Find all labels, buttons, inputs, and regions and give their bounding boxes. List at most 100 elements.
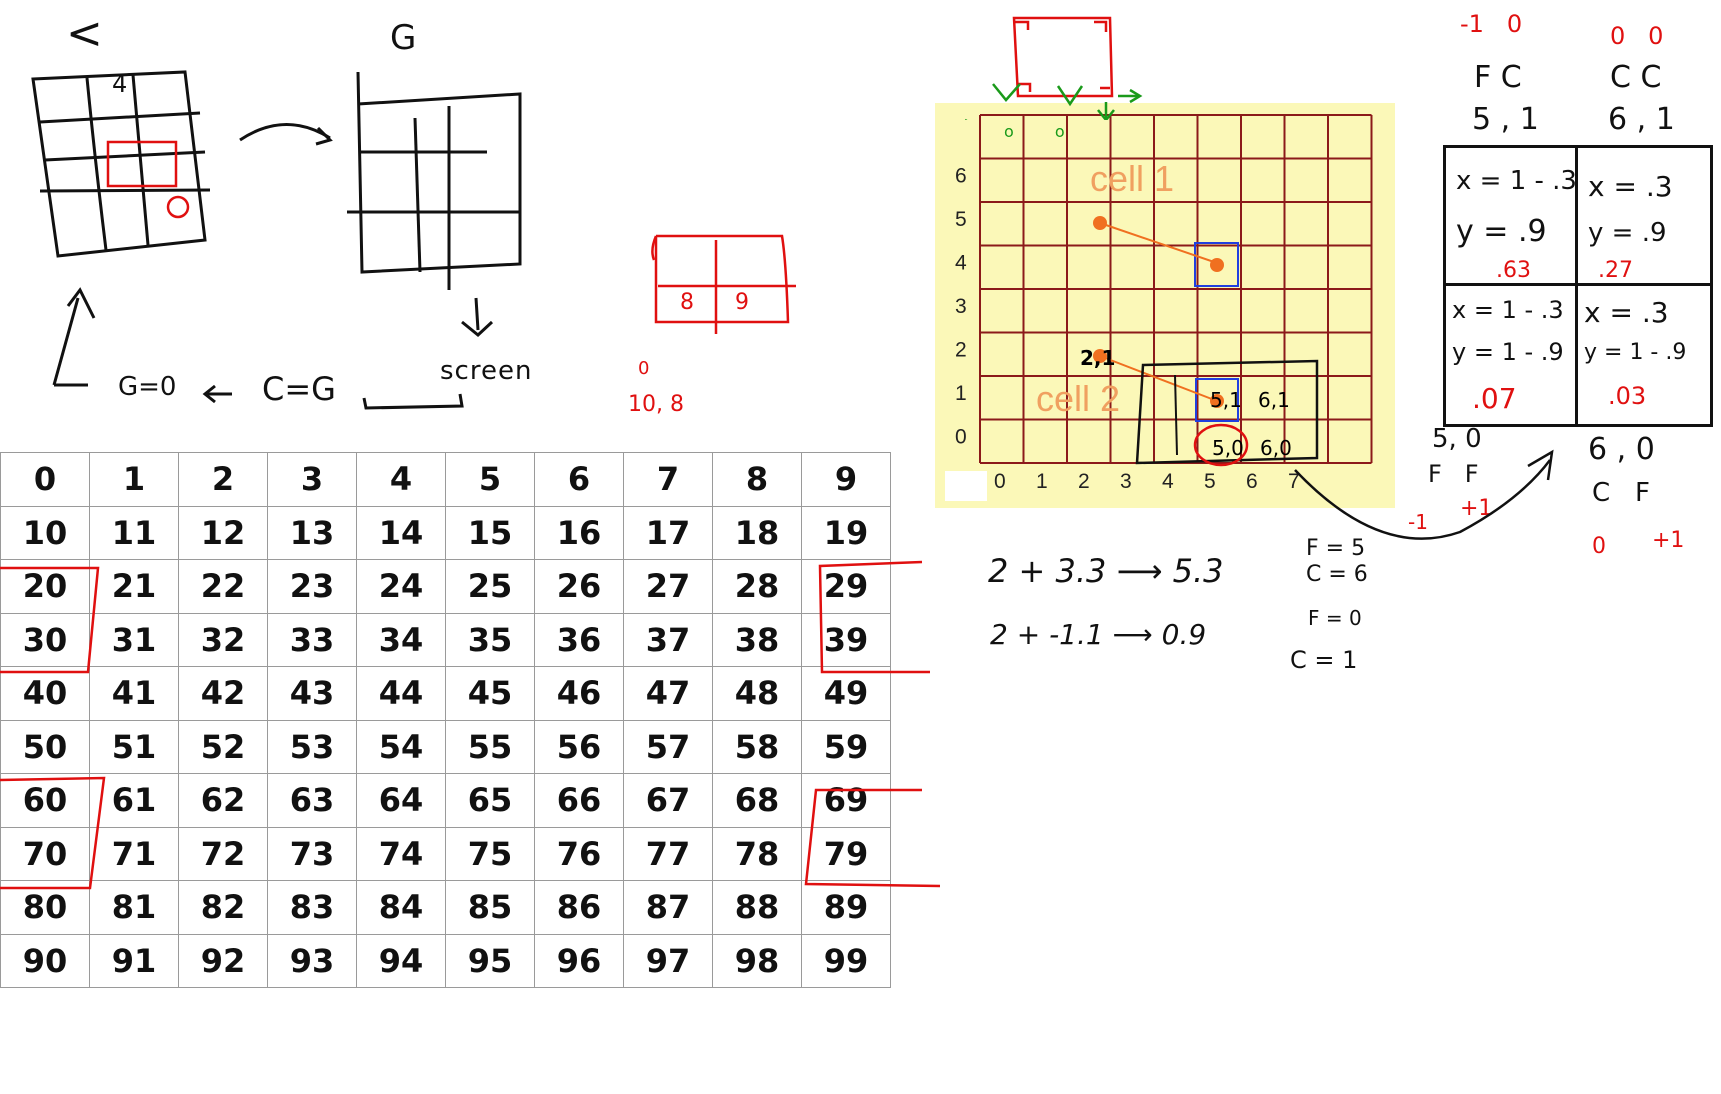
- weights-tl-x: x = 1 - .3: [1456, 166, 1577, 196]
- grid-y-label: 1: [955, 382, 967, 405]
- table-cell: 3: [267, 452, 357, 507]
- note-top-right-cc: C C: [1610, 60, 1662, 95]
- table-cell: 76: [534, 826, 624, 881]
- table-cell: 18: [712, 505, 802, 560]
- table-cell: 66: [534, 773, 624, 828]
- grid-y-label: 6: [955, 164, 967, 187]
- table-cell: 73: [267, 826, 357, 881]
- table-cell: 39: [801, 612, 891, 667]
- grid-x-label: 2: [1078, 470, 1090, 493]
- table-cell: 88: [712, 880, 802, 935]
- weights-bl-y: y = 1 - .9: [1452, 338, 1564, 366]
- weights-br-y: y = 1 - .9: [1584, 340, 1687, 365]
- weights-cell-top-right: x = .3 y = .9 .27: [1578, 148, 1710, 286]
- note-bottom-left-m1: -1: [1408, 510, 1428, 534]
- table-cell: 9: [801, 452, 891, 507]
- table-cell: 6: [534, 452, 624, 507]
- grid-top-sketch: [965, 16, 1143, 120]
- cell2-label: cell 2: [1036, 378, 1121, 419]
- table-cell: 25: [445, 559, 535, 614]
- note-bottom-right-coord: 6 , 0: [1588, 432, 1655, 467]
- cell-5-0-label: 5,0: [1212, 436, 1244, 460]
- cell1-arrow: [1099, 222, 1218, 264]
- table-cell: 57: [623, 719, 713, 774]
- table-cell: 98: [712, 933, 802, 988]
- left-sketch-drawing: [31, 70, 796, 410]
- cell1-label: cell 1: [1090, 158, 1175, 199]
- table-cell: 81: [89, 880, 179, 935]
- grid-c-digit: 4: [112, 70, 128, 98]
- note-bottom-right-0: 0: [1592, 534, 1606, 559]
- grid-x-label: 7: [1288, 470, 1300, 493]
- weights-tr-x: x = .3: [1588, 170, 1673, 203]
- grid-x-label: 0: [994, 470, 1006, 493]
- table-cell: 79: [801, 826, 891, 881]
- grid-y-label: 4: [955, 251, 967, 274]
- table-cell: 30: [0, 612, 90, 667]
- table-cell: 11: [89, 505, 179, 560]
- table-cell: 94: [356, 933, 446, 988]
- grid-x-label: 1: [1036, 470, 1048, 493]
- table-cell: 14: [356, 505, 446, 560]
- table-cell: 91: [89, 933, 179, 988]
- equation-line-2-c: C = 1: [1290, 646, 1358, 674]
- weights-cell-bottom-right: x = .3 y = 1 - .9 .03: [1578, 286, 1710, 424]
- table-cell: 22: [178, 559, 268, 614]
- table-cell: 83: [267, 880, 357, 935]
- table-cell: 43: [267, 666, 357, 721]
- table-highlight-marks: [0, 560, 940, 890]
- table-cell: 24: [356, 559, 446, 614]
- note-top-right-nums: 0 0: [1610, 22, 1664, 50]
- grid-x-label: 4: [1162, 470, 1174, 493]
- table-cell: 58: [712, 719, 802, 774]
- cell-6-1-label: 6,1: [1258, 388, 1290, 412]
- cell2-arrow: [1099, 355, 1218, 402]
- bilinear-weights-table: x = 1 - .3 y = .9 .63 x = .3 y = .9 .27 …: [1443, 145, 1713, 427]
- weights-bl-x: x = 1 - .3: [1452, 296, 1564, 324]
- table-cell: 41: [89, 666, 179, 721]
- table-cell: 93: [267, 933, 357, 988]
- table-cell: 17: [623, 505, 713, 560]
- table-cell: 45: [445, 666, 535, 721]
- grid-y-label: 5: [955, 208, 967, 231]
- table-cell: 28: [712, 559, 802, 614]
- equation-line-1-f: F = 5: [1306, 536, 1366, 561]
- note-top-left-coord: 5 , 1: [1472, 102, 1539, 137]
- note-bottom-left-ff: F F: [1428, 460, 1479, 488]
- equation-line-2: 2 + -1.1 ⟶ 0.9: [990, 618, 1207, 651]
- equation-line-1-c: C = 6: [1306, 562, 1368, 587]
- table-cell: 87: [623, 880, 713, 935]
- note-top-left-nums: -1 0: [1460, 10, 1523, 38]
- note-bottom-right-p1: +1: [1652, 528, 1685, 553]
- table-cell: 71: [89, 826, 179, 881]
- table-cell: 99: [801, 933, 891, 988]
- equation-line-2-f: F = 0: [1308, 606, 1362, 630]
- table-cell: 4: [356, 452, 446, 507]
- table-cell: 96: [534, 933, 624, 988]
- table-cell: 29: [801, 559, 891, 614]
- table-cell: 75: [445, 826, 535, 881]
- cell1-point: [1093, 216, 1107, 230]
- table-cell: 64: [356, 773, 446, 828]
- table-cell: 60: [0, 773, 90, 828]
- table-cell: 52: [178, 719, 268, 774]
- table-cell: 40: [0, 666, 90, 721]
- table-cell: 27: [623, 559, 713, 614]
- equation-line-1: 2 + 3.3 ⟶ 5.3: [988, 552, 1224, 590]
- table-cell: 12: [178, 505, 268, 560]
- table-cell: 86: [534, 880, 624, 935]
- table-cell: 8: [712, 452, 802, 507]
- target-cell-upper: [1194, 242, 1239, 287]
- grid-x-label: 6: [1246, 470, 1258, 493]
- table-cell: 53: [267, 719, 357, 774]
- mini-grid-left: 8: [680, 290, 694, 315]
- weights-tr-y: y = .9: [1588, 218, 1667, 248]
